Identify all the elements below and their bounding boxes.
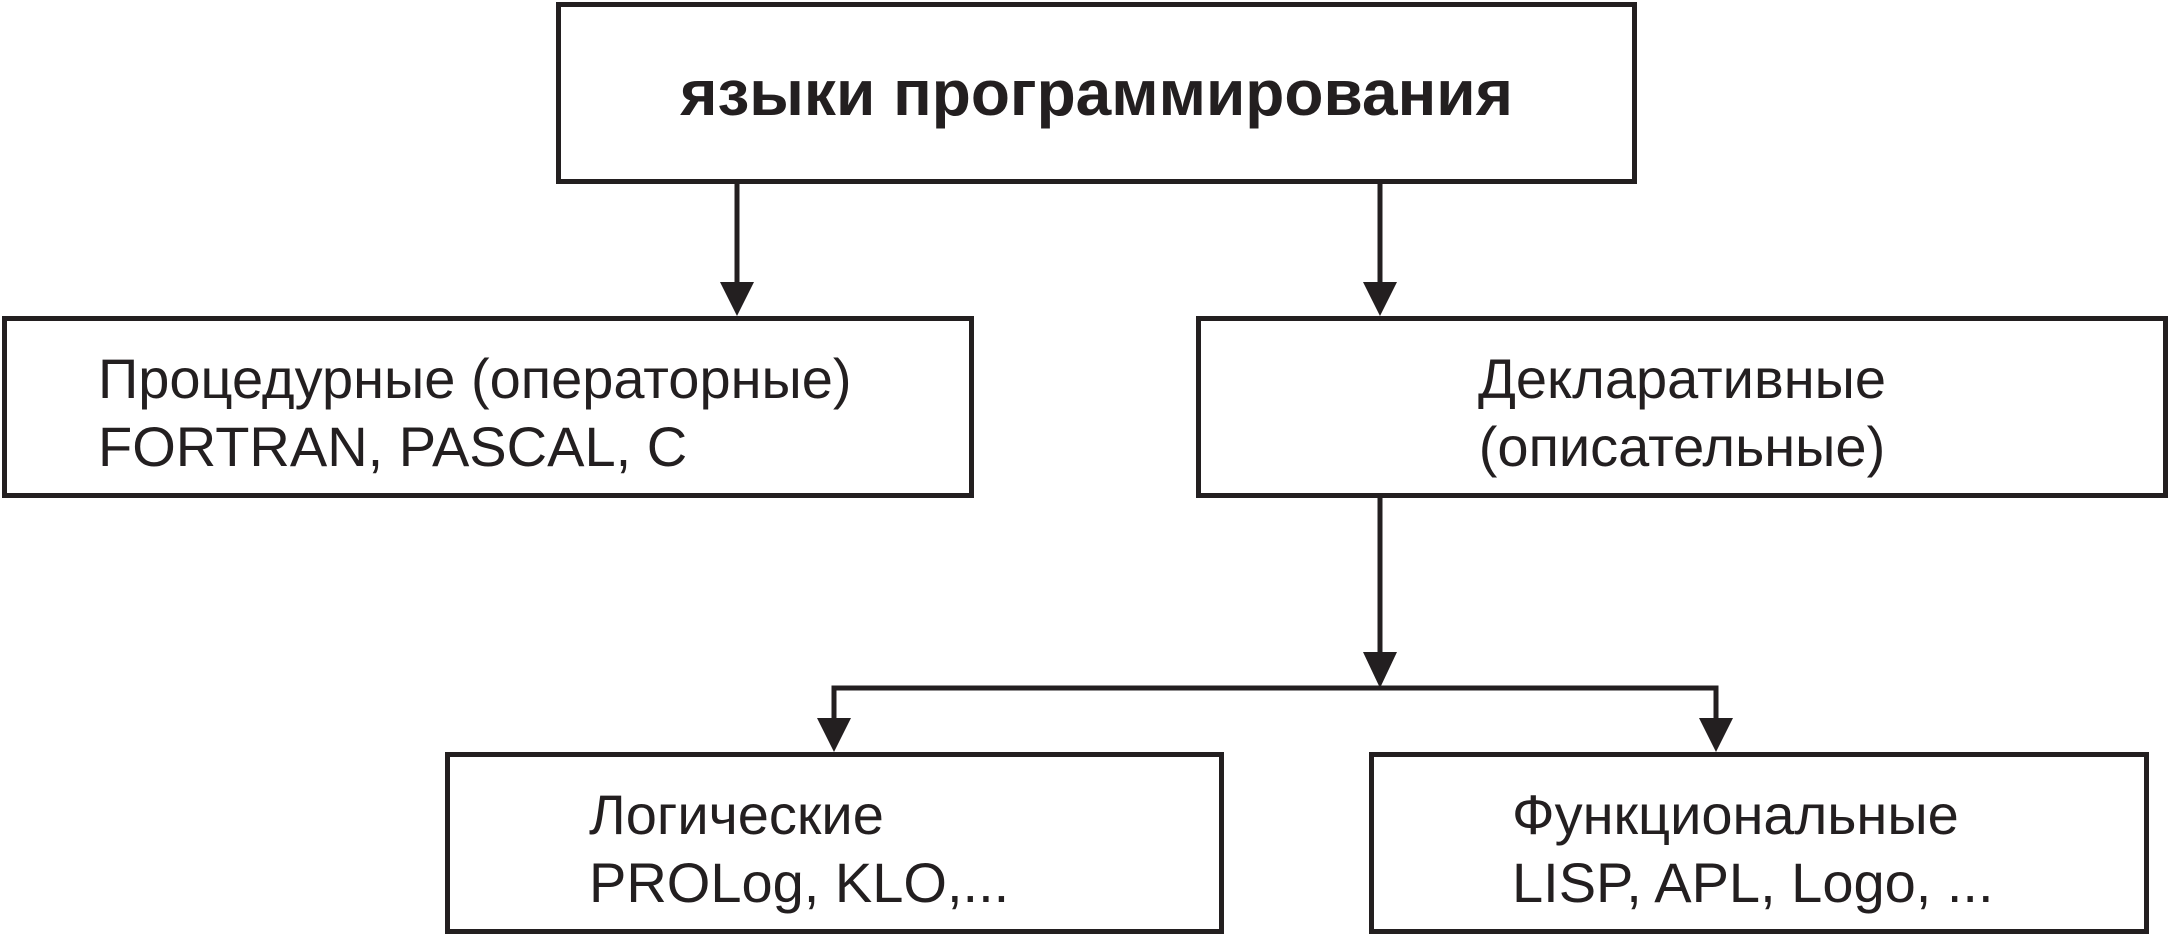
arrowhead-procedural (720, 282, 754, 316)
node-procedural: Процедурные (операторные) FORTRAN, PASCA… (2, 316, 974, 498)
arrowhead-split (1363, 652, 1397, 688)
declarative-title: Декларативные (1477, 347, 1887, 410)
node-functional: Функциональные LISP, APL, Logo, ... (1369, 752, 2149, 934)
edge-split-bar (831, 685, 1719, 720)
logical-examples: PROLog, KLO,... (589, 851, 1010, 914)
logical-title: Логические (589, 783, 884, 846)
declarative-subtitle: (описательные) (1478, 415, 1886, 478)
arrowhead-declarative (1363, 282, 1397, 316)
procedural-examples: FORTRAN, PASCAL, C (98, 415, 688, 478)
root-node-programming-languages: языки программирования (556, 2, 1637, 184)
arrowhead-functional (1699, 718, 1733, 752)
procedural-title: Процедурные (операторные) (98, 347, 852, 410)
root-label: языки программирования (680, 57, 1513, 129)
functional-examples: LISP, APL, Logo, ... (1512, 851, 1994, 914)
functional-title: Функциональные (1512, 783, 1959, 846)
node-logical: Логические PROLog, KLO,... (445, 752, 1224, 934)
arrowhead-logical (817, 718, 851, 752)
node-declarative: Декларативные (описательные) (1196, 316, 2168, 498)
